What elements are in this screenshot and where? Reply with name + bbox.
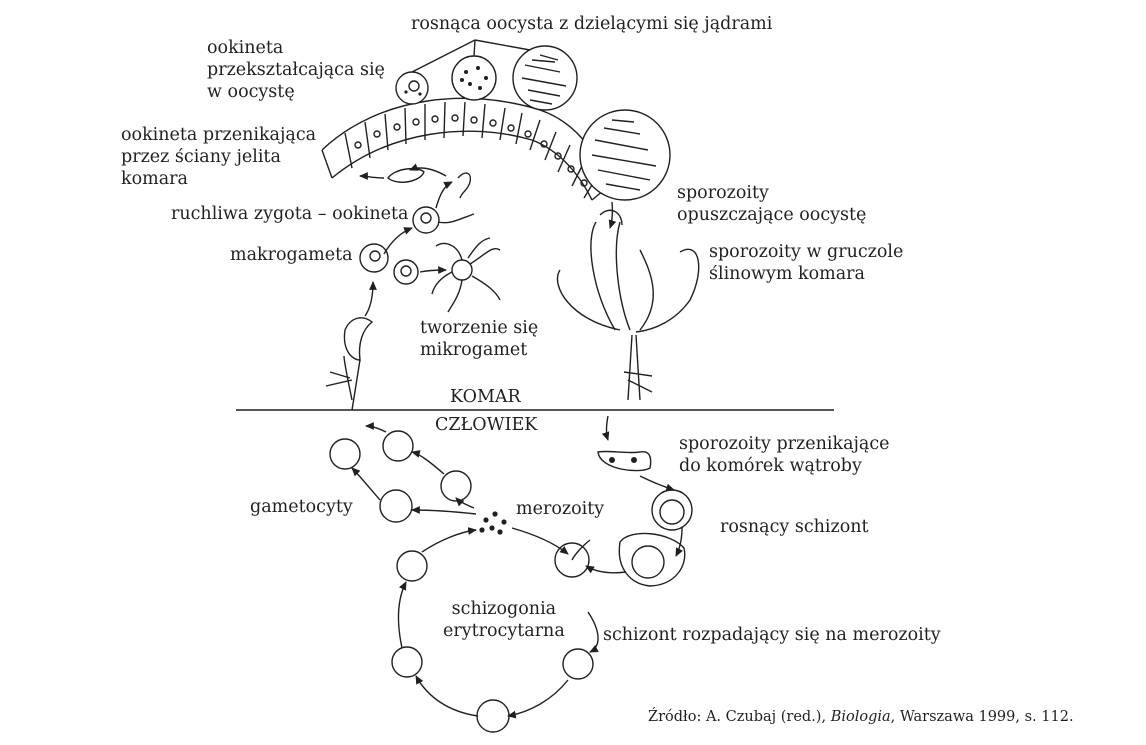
label-sporozoites-leaving: sporozoity opuszczające oocystę — [677, 183, 867, 225]
label-motile-zygote: ruchliwa zygota – ookineta — [171, 204, 409, 224]
mosquito-stage-organisms — [325, 167, 501, 411]
label-macrogamete: makrogameta — [230, 245, 353, 265]
label-erythrocytic-schizogony: schizogonia erytrocytarna — [443, 599, 565, 641]
label-merozoites: merozoity — [516, 499, 605, 519]
cycle-arrows — [343, 163, 684, 719]
source-book-title: Biologia — [830, 709, 891, 725]
human-stage-organisms — [329, 430, 693, 733]
label-ookinete-transforming: ookineta przekształcająca się w oocystę — [207, 38, 385, 102]
label-gametocytes: gametocyty — [250, 497, 353, 517]
salivary-gland — [556, 209, 700, 401]
oocyst-group — [395, 39, 671, 201]
label-growing-oocyst: rosnąca oocysta z dzielącymi się jądrami — [411, 14, 773, 34]
label-human: CZŁOWIEK — [435, 415, 538, 435]
label-sporozoites-gland: sporozoity w gruczole ślinowym komara — [709, 242, 904, 284]
label-ookinete-penetrating: ookineta przenikająca przez ściany jelit… — [121, 125, 317, 189]
label-mosquito: KOMAR — [450, 387, 521, 407]
label-microgamete-formation: tworzenie się mikrogamet — [420, 318, 539, 360]
label-sporozoites-liver: sporozoity przenikające do komórek wątro… — [679, 434, 890, 476]
label-schizont-breaking: schizont rozpadający się na merozoity — [603, 625, 941, 645]
label-growing-schizont: rosnący schizont — [720, 517, 869, 537]
source-citation: Źródło: A. Czubaj (red.), Biologia, Wars… — [648, 709, 1074, 725]
